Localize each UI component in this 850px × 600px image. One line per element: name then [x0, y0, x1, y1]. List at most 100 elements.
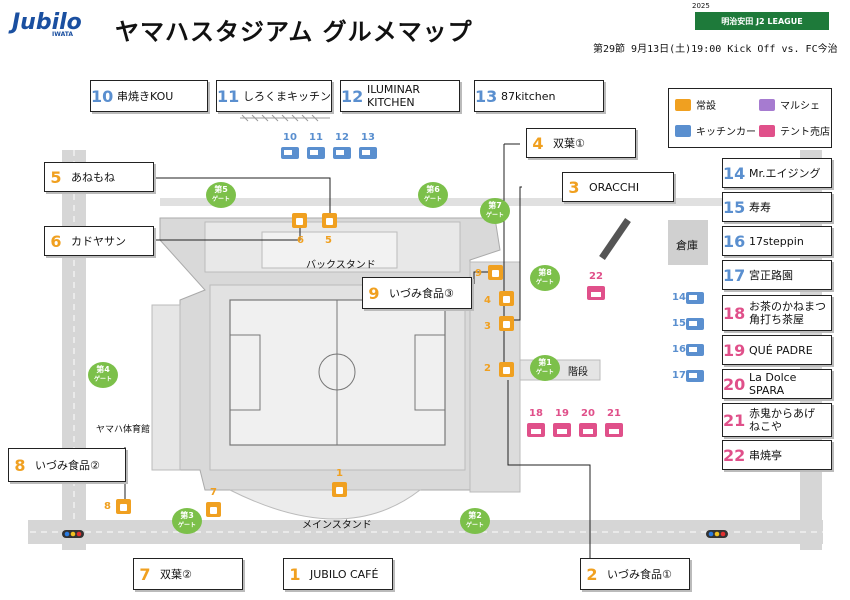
car-marker-num: 11 [309, 132, 323, 143]
shop-name: あねもね [71, 170, 115, 184]
legend-item-marche: マルシェ [759, 97, 820, 112]
permanent-stall-icon[interactable] [116, 499, 131, 514]
gate-number: 第2 [468, 511, 482, 520]
league-year: 2025 [692, 2, 710, 10]
shop-name: カドヤサン [71, 234, 126, 248]
car-marker-num: 12 [335, 132, 349, 143]
legend-item-tent: テント売店 [759, 123, 830, 138]
shop-name: いづみ食品③ [389, 286, 454, 300]
tent-shop-icon [759, 124, 775, 137]
warehouse-building [668, 220, 708, 265]
shop-number: 6 [50, 231, 62, 251]
tent-marker-num: 22 [589, 271, 603, 282]
back-stand-label: バックスタンド [306, 260, 376, 271]
permanent-stall-icon[interactable] [499, 291, 514, 306]
permanent-stall-icon[interactable] [292, 213, 307, 228]
kitchen-car-icon[interactable] [307, 147, 325, 159]
stall-marker-num: 6 [297, 235, 304, 246]
gate-sub: ゲート [177, 522, 196, 529]
gate-number: 第1 [538, 358, 552, 367]
logo-sub: IWATA [52, 31, 74, 38]
kitchen-car-icon[interactable] [686, 344, 704, 356]
permanent-stall-icon[interactable] [322, 213, 337, 228]
shop-box-9[interactable]: 9 いづみ食品③ [362, 277, 472, 309]
car-marker-num: 16 [672, 344, 686, 355]
legend-label: 常設 [696, 101, 716, 112]
kitchen-car-icon[interactable] [686, 318, 704, 330]
tent-marker-num: 19 [555, 408, 569, 419]
shop-name: QUÉ PADRE [749, 343, 813, 357]
tent-shop-icon[interactable] [587, 286, 605, 300]
shop-name: 宮正路園 [749, 268, 793, 282]
permanent-stall-icon[interactable] [488, 265, 503, 280]
shop-name: お茶のかねまつ 角打ち茶屋 [749, 300, 826, 326]
shop-name: 双葉② [160, 567, 192, 581]
car-marker-num: 17 [672, 370, 686, 381]
permanent-stall-icon[interactable] [332, 482, 347, 497]
permanent-stall-icon[interactable] [499, 362, 514, 377]
tent-shop-icon[interactable] [579, 423, 597, 437]
stall-marker-num: 9 [475, 268, 482, 279]
gate-sub: ゲート [535, 369, 554, 376]
main-stand [229, 489, 422, 520]
logo-text: Jubilo [12, 10, 82, 35]
permanent-stall-icon[interactable] [499, 316, 514, 331]
tent-marker-num: 18 [529, 408, 543, 419]
permanent-stall-icon[interactable] [206, 502, 221, 517]
shop-box-5[interactable]: 5 あねもね [44, 162, 154, 192]
shop-name: 17steppin [749, 234, 804, 248]
tent-shop-icon[interactable] [527, 423, 545, 437]
shop-box-6[interactable]: 6 カドヤサン [44, 226, 154, 256]
tent-shop-icon[interactable] [553, 423, 571, 437]
kitchen-car-icon[interactable] [686, 370, 704, 382]
gate-number: 第8 [538, 268, 552, 277]
car-marker-num: 10 [283, 132, 297, 143]
kitchen-car-icon[interactable] [359, 147, 377, 159]
gate-number: 第6 [426, 185, 440, 194]
gate-number: 第3 [180, 511, 194, 520]
gate-1: 第1 ゲート [530, 355, 560, 381]
gate-number: 第5 [214, 185, 228, 194]
league-name: 明治安田 J2 LEAGUE [721, 16, 803, 26]
shop-number: 12 [341, 86, 364, 106]
kitchen-car-icon [675, 124, 691, 137]
kitchen-car-icon[interactable] [281, 147, 299, 159]
legend-item-permanent: 常設 [675, 97, 716, 112]
kitchen-car-icon[interactable] [686, 292, 704, 304]
shop-name: 串焼きKOU [117, 89, 174, 103]
gate-sub: ゲート [423, 196, 442, 203]
shop-number: 15 [723, 197, 746, 217]
gate-6: 第6 ゲート [418, 182, 448, 208]
shop-number: 5 [50, 167, 62, 187]
tent-shop-icon[interactable] [605, 423, 623, 437]
kitchen-car-icon[interactable] [333, 147, 351, 159]
shop-number: 9 [368, 283, 380, 303]
page-title: ヤマハスタジアム グルメマップ [115, 18, 473, 46]
traffic-light-right [706, 530, 728, 538]
stall-marker-num: 4 [484, 295, 491, 306]
main-stand-label: メインスタンド [302, 520, 372, 531]
shop-name: 87kitchen [501, 89, 556, 103]
